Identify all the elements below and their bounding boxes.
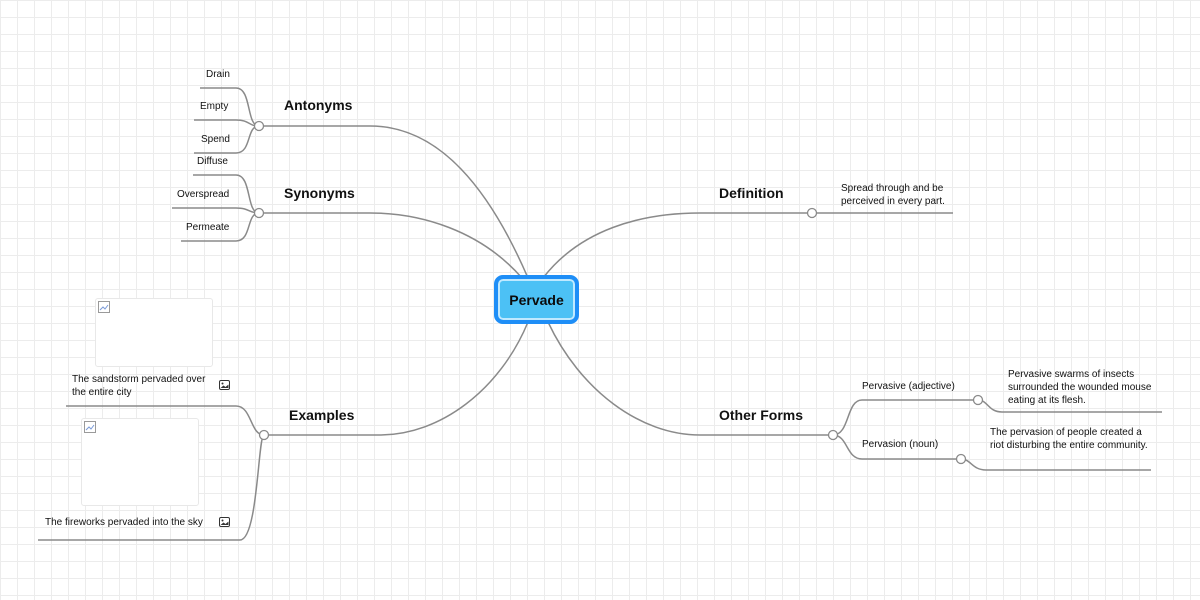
collapse-toggle-examples — [258, 429, 270, 441]
edge-root-definition — [542, 212, 812, 279]
collapse-toggle-synonyms — [253, 207, 265, 219]
branch-antonyms[interactable]: Antonyms — [284, 97, 353, 113]
synonym-item[interactable]: Overspread — [177, 189, 230, 200]
edge-root-synonyms — [259, 212, 523, 279]
branch-other-forms[interactable]: Other Forms — [719, 407, 804, 423]
example-caption[interactable]: The fireworks pervaded into the sky — [45, 517, 203, 528]
example-caption[interactable]: The sandstorm pervaded over the entire c… — [72, 374, 206, 398]
root-topic[interactable]: Pervade — [494, 275, 579, 324]
image-icon[interactable] — [219, 380, 230, 390]
root-topic-label: Pervade — [509, 291, 564, 308]
form-label-pervasive[interactable]: Pervasive (adjective) — [862, 381, 955, 392]
example-image-placeholder[interactable] — [81, 418, 199, 506]
form-label-pervasion[interactable]: Pervasion (noun) — [862, 439, 939, 450]
branch-definition[interactable]: Definition — [719, 185, 784, 201]
collapse-toggle-other-forms — [827, 429, 839, 441]
branch-synonyms[interactable]: Synonyms — [284, 185, 355, 201]
antonym-item[interactable]: Spend — [201, 134, 230, 145]
definition-text[interactable]: Spread through and be perceived in every… — [841, 183, 945, 207]
edge-root-antonyms — [259, 125, 529, 279]
edge-root-examples — [264, 321, 529, 436]
broken-image-icon — [84, 421, 96, 433]
branch-examples[interactable]: Examples — [289, 407, 355, 423]
broken-image-icon — [98, 301, 110, 313]
antonym-item[interactable]: Empty — [200, 101, 229, 112]
example-image-placeholder[interactable] — [95, 298, 213, 367]
edge-root-other-forms — [547, 321, 833, 436]
form-example-pervasive[interactable]: Pervasive swarms of insects surrounded t… — [1008, 369, 1152, 406]
form-example-pervasion[interactable]: The pervasion of people created a riot d… — [990, 427, 1148, 451]
collapse-toggle-pervasive — [972, 394, 984, 406]
image-icon[interactable] — [219, 517, 230, 527]
antonym-item[interactable]: Drain — [206, 69, 230, 80]
collapse-toggle-definition — [806, 207, 818, 219]
synonym-item[interactable]: Permeate — [186, 222, 230, 233]
collapse-toggle-pervasion — [955, 453, 967, 465]
collapse-toggle-antonyms — [253, 120, 265, 132]
synonym-item[interactable]: Diffuse — [197, 156, 228, 167]
